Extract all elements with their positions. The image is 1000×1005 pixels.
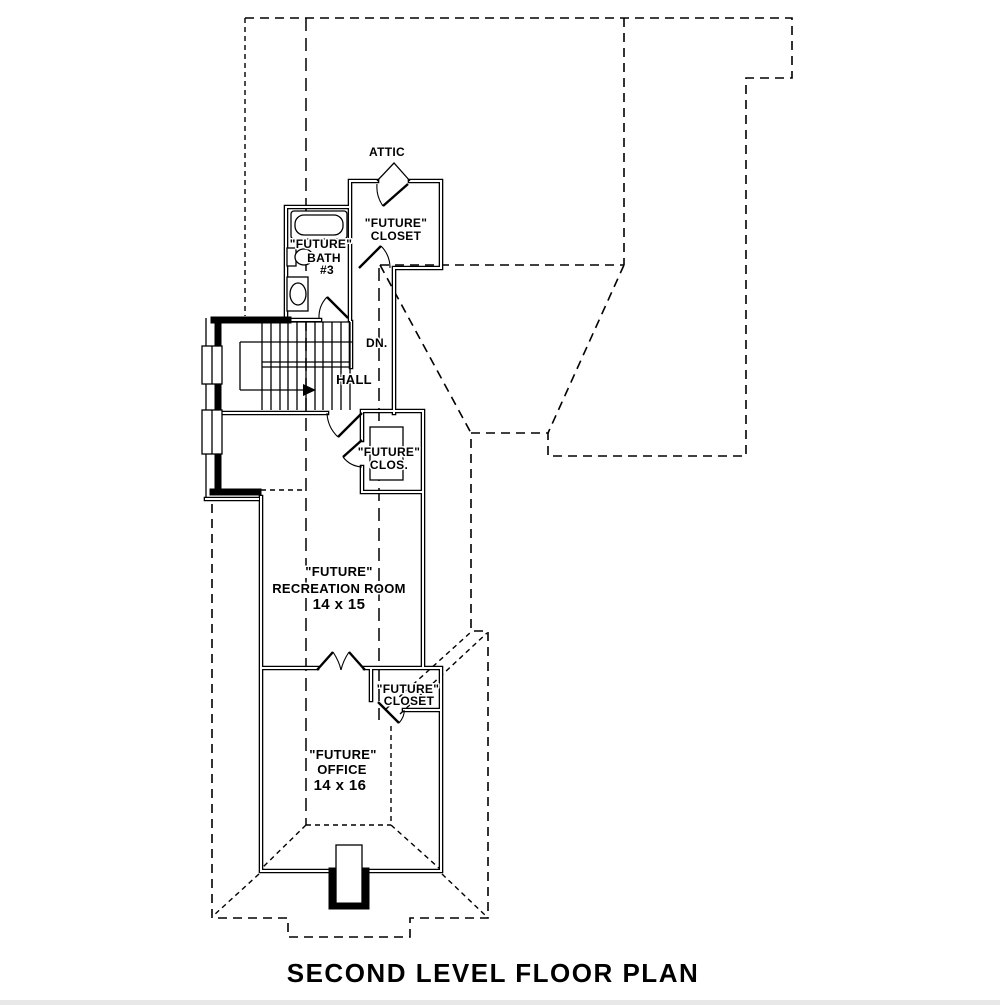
recreation-label-line1: "FUTURE" [305, 564, 372, 579]
hall-door-leaf [337, 412, 363, 438]
attic-label: ATTIC [369, 145, 405, 159]
thick-walls [209, 316, 292, 496]
bath-label-line2: BATH [307, 251, 341, 265]
office-hip-right [390, 824, 441, 870]
bathtub-inner [294, 214, 344, 236]
drawing-title: SECOND LEVEL FLOOR PLAN [287, 958, 700, 988]
french-door-right-leaf [348, 651, 366, 671]
office-label-line2: OFFICE [317, 762, 366, 777]
roof-outline-dashed [211, 17, 793, 938]
interior-details [328, 426, 404, 910]
valley-line-2 [399, 632, 488, 715]
ridge-lines-dashed [212, 18, 625, 917]
mid-closet-inner-line [369, 426, 404, 481]
doors [316, 162, 411, 724]
mid-closet-door-arc [342, 456, 363, 468]
upper-closet-label-line1: "FUTURE" [365, 216, 427, 230]
hall-label: HALL [336, 372, 372, 387]
stair-rail [262, 361, 350, 368]
valley-line-1 [385, 631, 472, 710]
chimney-box [335, 844, 363, 906]
mid-closet-label-line2: CLOS. [370, 458, 408, 472]
hall-door-arc [326, 412, 339, 438]
lower-closet-door-arc [398, 709, 405, 724]
mid-closet-label-line1: "FUTURE" [358, 445, 420, 459]
bath-label-line1: "FUTURE" [290, 237, 352, 251]
stair-arrow-head [303, 384, 316, 396]
bath-door-arc [318, 296, 328, 319]
recreation-label-line2: RECREATION ROOM [272, 581, 406, 596]
room-labels: ATTIC "FUTURE" CLOSET "FUTURE" BATH #3 D… [271, 144, 441, 796]
bath-fixtures [286, 210, 348, 312]
office-label-line1: "FUTURE" [309, 747, 376, 762]
office-label-line3: 14 x 16 [314, 777, 367, 794]
recreation-label-line3: 14 x 15 [313, 596, 366, 613]
walls-inner-stroke [205, 180, 442, 872]
chimney-surround [328, 867, 370, 910]
hip-right-diagonal [547, 264, 625, 434]
french-door-left-leaf [316, 651, 334, 671]
upper-closet-door-leaf [358, 245, 382, 269]
french-door-astragal [332, 651, 350, 671]
lower-closet-label-line2: CLOSET [384, 694, 435, 708]
eave-hip-left [212, 873, 260, 917]
bath-label-line3: #3 [320, 263, 334, 277]
walls [203, 178, 444, 874]
stairs-down-label: DN. [366, 336, 388, 350]
upper-closet-label-line2: CLOSET [371, 229, 422, 243]
stair-treads [261, 322, 351, 410]
office-hip-left [260, 824, 307, 870]
mid-closet-door-leaf [342, 439, 363, 458]
lower-closet-label-line1: "FUTURE" [377, 682, 439, 696]
roof-outer-path [211, 17, 793, 938]
lower-closet-door-leaf [377, 701, 400, 724]
toilet-bowl [294, 248, 314, 266]
stair-direction-line [239, 341, 353, 391]
stairs [239, 321, 353, 410]
attic-access-door-leaf [382, 183, 409, 207]
bath-door-leaf [326, 296, 349, 319]
exterior-windows [201, 318, 223, 497]
upper-closet-door-arc [380, 245, 391, 269]
attic-access-door-arc [376, 183, 384, 207]
attic-access-door-wedge [376, 162, 411, 182]
eave-hip-right [441, 873, 487, 917]
vanity-sink [289, 282, 307, 306]
